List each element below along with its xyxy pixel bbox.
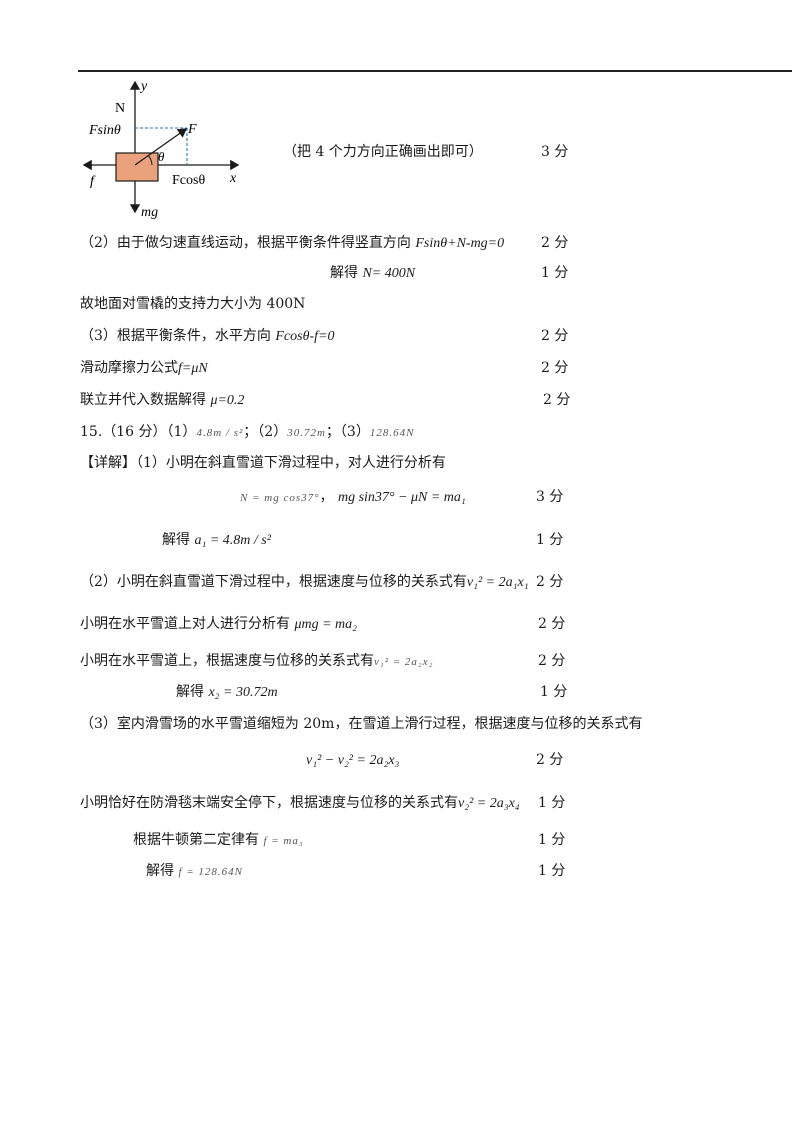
horizontal-force-analysis: 小明在水平雪道上对人进行分析有 μmg = ma₂ [80,616,358,632]
score: 1 分 [538,832,566,848]
question-15-answers: 15.（16 分）（1）4.8m / s²；（2）30.72m；（3）128.6… [80,424,415,440]
formula: v₂² = 2a₃x₄ [458,796,520,811]
formula: μmg = ma₂ [294,617,358,632]
diagram-note: （把 4 个力方向正确画出即可） [283,144,483,160]
answer-3: 128.64N [369,427,415,439]
horizontal-velocity-relation: 小明在水平雪道上，根据速度与位移的关系式有v₁² = 2a₂x₂ [80,653,434,669]
score: 2 分 [541,235,569,251]
score: 2 分 [541,360,569,376]
force-diagram: y x N F Fsinθ Fcosθ f mg θ [82,79,240,220]
formula: v₁² = 2a₁x₁ [466,575,529,590]
formula-small: v₁² = 2a₂x₂ [374,656,434,668]
friction-label: f [90,174,96,189]
score: 1 分 [536,532,564,548]
shortened-velocity-relation: v₁² − v₂² = 2a₂x₃ [306,750,399,771]
formula-small: f = ma₃ [263,835,304,847]
normal-force-label: N [115,101,125,116]
formula: μ=0.2 [210,393,245,408]
formula: x₂ = 30.72m [208,685,278,700]
incline-force-analysis: N = mg cos37°， mg sin37° − μN = ma₁ [240,489,466,505]
formula: Fsinθ+N-mg=0 [415,236,505,251]
gravity-label: mg [141,205,158,220]
support-force-conclusion: 故地面对雪橇的支持力大小为 400N [80,296,306,312]
newton-second-law: 根据牛顿第二定律有 f = ma₃ [133,832,304,848]
stop-velocity-relation: 小明恰好在防滑毯末端安全停下，根据速度与位移的关系式有v₂² = 2a₃x₄ [80,795,520,811]
score: 1 分 [538,795,566,811]
formula: mg sin37° − μN = ma₁ [337,490,466,505]
score: 2 分 [538,653,566,669]
score: 2 分 [536,574,564,590]
sled-block [115,152,159,182]
score: 2 分 [543,392,571,408]
formula: f=μN [178,361,208,376]
formula: v₁² − v₂² = 2a₂x₃ [306,753,400,768]
step-2-vertical-balance: （2）由于做匀速直线运动，根据平衡条件得竖直方向 Fsinθ+N-mg=0 [80,235,505,251]
step-3-shortened-track: （3）室内滑雪场的水平雪道缩短为 20m，在雪道上滑行过程，根据速度与位移的关系… [80,716,643,732]
score: 2 分 [541,328,569,344]
score: 1 分 [541,265,569,281]
angle-arc [147,154,153,166]
solve-x2: 解得 x₂ = 30.72m [176,684,278,700]
formula: Fcosθ-f=0 [275,329,335,344]
incline-velocity-relation: （2）小明在斜直雪道下滑过程中，根据速度与位移的关系式有v₁² = 2a₁x₁ [80,574,529,590]
force-f-arrow [134,128,188,166]
step-3-horizontal-balance: （3）根据平衡条件，水平方向 Fcosθ-f=0 [80,328,335,344]
solve-f: 解得 f = 128.64N [146,863,244,879]
answer-1: 4.8m / s² [196,427,244,439]
score: 2 分 [536,752,564,768]
solve-a1: 解得 a₁ = 4.8m / s² [162,532,271,548]
score: 1 分 [538,863,566,879]
formula: a₁ = 4.8m / s² [194,533,271,548]
formula-small: N = mg cos37° [240,492,320,504]
score: 1 分 [540,684,568,700]
x-axis-label: x [229,171,237,186]
formula: N= 400N [362,266,416,281]
score: 2 分 [538,616,566,632]
detail-heading: 【详解】（1）小明在斜直雪道下滑过程中，对人进行分析有 [80,455,446,471]
solve-n: 解得 N= 400N [330,265,416,281]
header-rule [78,70,792,72]
fcos-label: Fcosθ [172,173,205,188]
force-f-label: F [187,122,197,137]
y-axis-label: y [139,79,148,94]
angle-label: θ [158,149,165,164]
fsin-label: Fsinθ [88,123,121,138]
solve-mu: 联立并代入数据解得 μ=0.2 [80,392,245,408]
formula-small: f = 128.64N [178,866,244,878]
friction-formula: 滑动摩擦力公式f=μN [80,360,208,376]
answer-2: 30.72m [287,427,326,439]
score: 3 分 [541,144,569,160]
score: 3 分 [536,489,564,505]
